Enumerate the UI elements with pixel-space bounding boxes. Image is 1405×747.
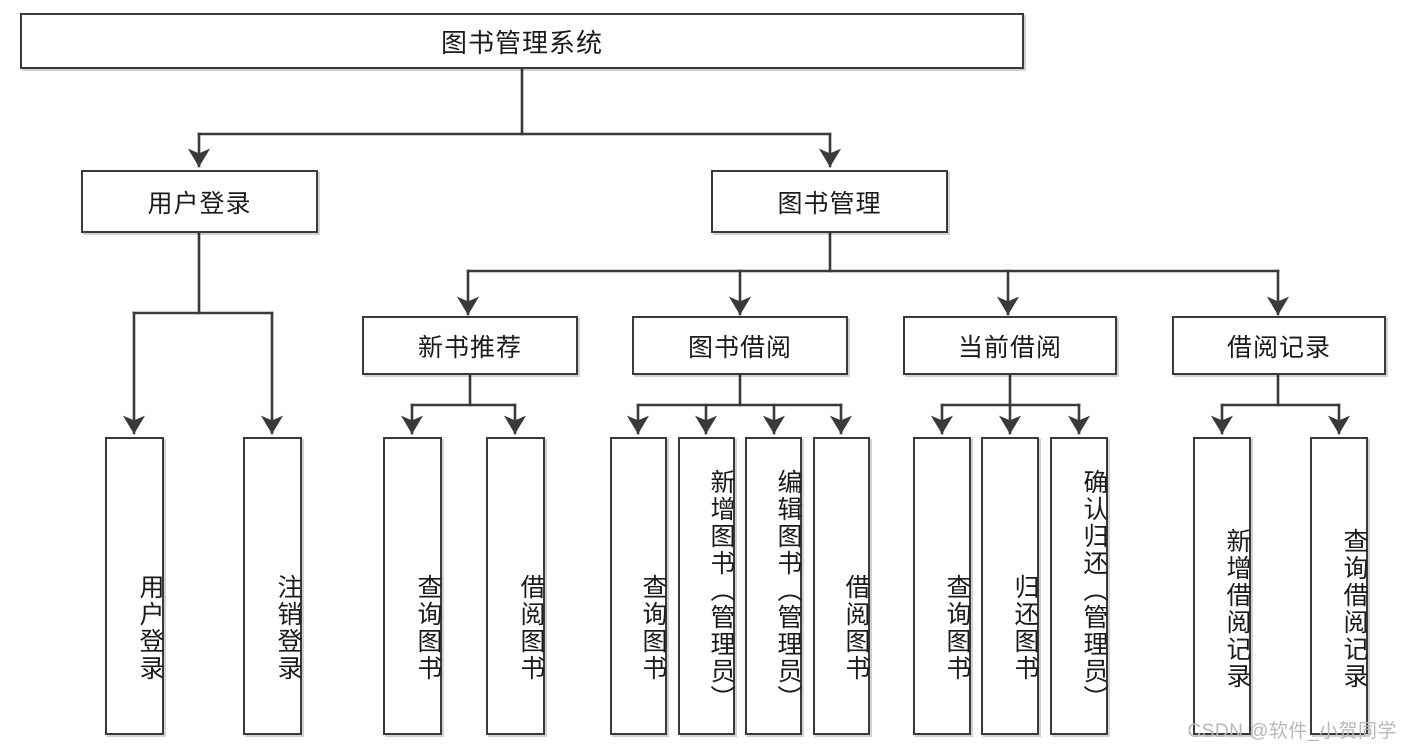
leaf-borrow-query-book[interactable]: 查询图书 [610,437,667,735]
leaf-user-logout[interactable]: 注销登录 [243,437,302,735]
leaf-recommend-query-book-label: 查询图书 [414,574,442,682]
node-user-login[interactable]: 用户登录 [81,170,318,233]
node-new-book-recommend[interactable]: 新书推荐 [362,316,578,375]
node-book-borrow[interactable]: 图书借阅 [632,316,848,375]
node-current-borrow-label: 当前借阅 [957,333,1062,362]
leaf-user-logout-label: 注销登录 [274,574,302,682]
leaf-borrow-add-book-label: 新增图书（管理员） [707,468,735,712]
node-current-borrow[interactable]: 当前借阅 [903,316,1117,375]
node-borrow-record-label: 借阅记录 [1226,333,1331,362]
leaf-record-query-label: 查询借阅记录 [1340,528,1368,690]
leaf-borrow-lend-book[interactable]: 借阅图书 [813,437,870,735]
leaf-record-add-label: 新增借阅记录 [1223,528,1251,690]
leaf-borrow-lend-book-label: 借阅图书 [842,574,870,682]
leaf-current-return-book[interactable]: 归还图书 [981,437,1039,735]
node-root[interactable]: 图书管理系统 [20,13,1024,69]
leaf-record-query[interactable]: 查询借阅记录 [1310,437,1368,735]
node-book-manage[interactable]: 图书管理 [711,170,948,233]
leaf-user-login[interactable]: 用户登录 [105,437,164,735]
leaf-recommend-borrow-book[interactable]: 借阅图书 [486,437,545,735]
leaf-current-confirm-return[interactable]: 确认归还（管理员） [1050,437,1108,735]
leaf-borrow-query-book-label: 查询图书 [639,574,667,682]
leaf-borrow-add-book[interactable]: 新增图书（管理员） [678,437,735,735]
leaf-current-query-book-label: 查询图书 [943,574,971,682]
node-book-manage-label: 图书管理 [777,189,882,218]
node-new-book-recommend-label: 新书推荐 [417,333,522,362]
leaf-record-add[interactable]: 新增借阅记录 [1193,437,1251,735]
leaf-borrow-edit-book-label: 编辑图书（管理员） [774,468,802,712]
leaf-recommend-borrow-book-label: 借阅图书 [517,574,545,682]
leaf-user-login-label: 用户登录 [136,574,164,682]
leaf-recommend-query-book[interactable]: 查询图书 [383,437,442,735]
node-book-borrow-label: 图书借阅 [687,333,792,362]
leaf-borrow-edit-book[interactable]: 编辑图书（管理员） [745,437,802,735]
node-borrow-record[interactable]: 借阅记录 [1172,316,1386,375]
node-root-label: 图书管理系统 [440,27,603,58]
node-user-login-label: 用户登录 [147,189,252,218]
leaf-current-return-book-label: 归还图书 [1011,574,1039,682]
leaf-current-query-book[interactable]: 查询图书 [913,437,971,735]
leaf-current-confirm-return-label: 确认归还（管理员） [1080,468,1108,712]
